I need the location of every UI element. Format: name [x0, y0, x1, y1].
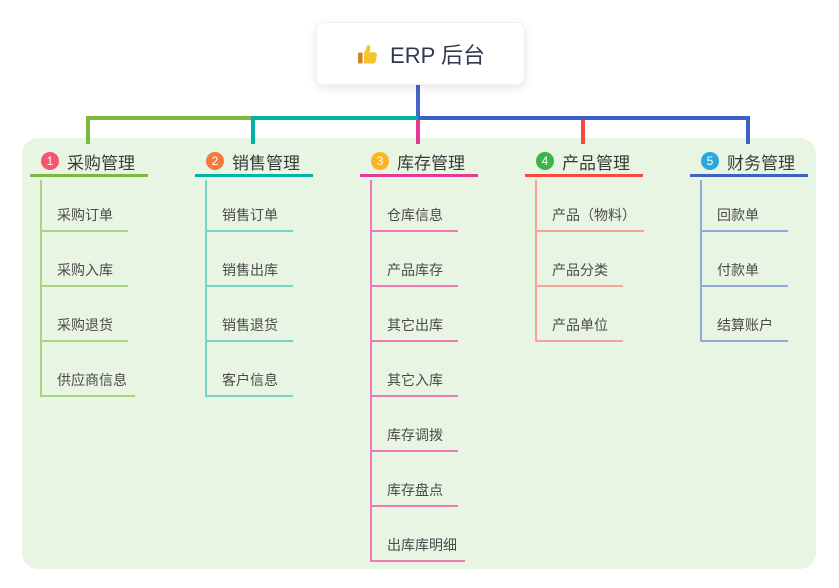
branch-number-badge: 1: [41, 152, 59, 170]
branch-node-4[interactable]: 4 产品管理: [525, 148, 643, 177]
child-node[interactable]: 回款单: [700, 205, 788, 232]
branch-child-spine: [700, 180, 702, 342]
branch-title: 采购管理: [67, 153, 135, 173]
branch-number-badge: 3: [371, 152, 389, 170]
root-node-label: ERP 后台: [390, 42, 485, 68]
child-node[interactable]: 结算账户: [700, 315, 788, 342]
branch-title: 产品管理: [562, 153, 630, 173]
child-node[interactable]: 采购订单: [40, 205, 128, 232]
branch-node-5[interactable]: 5 财务管理: [690, 148, 808, 177]
child-node[interactable]: 仓库信息: [370, 205, 458, 232]
branch-child-spine: [40, 180, 42, 397]
branch-child-spine: [535, 180, 537, 342]
child-node[interactable]: 供应商信息: [40, 370, 135, 397]
child-node[interactable]: 产品单位: [535, 315, 623, 342]
child-node[interactable]: 其它出库: [370, 315, 458, 342]
branch-title: 财务管理: [727, 153, 795, 173]
branch-node-1[interactable]: 1 采购管理: [30, 148, 148, 177]
branch-child-spine: [370, 180, 372, 562]
child-node[interactable]: 出库库明细: [370, 535, 465, 562]
child-node[interactable]: 采购入库: [40, 260, 128, 287]
child-node[interactable]: 销售退货: [205, 315, 293, 342]
child-node[interactable]: 销售出库: [205, 260, 293, 287]
child-node[interactable]: 客户信息: [205, 370, 293, 397]
thumbs-up-icon: [358, 44, 377, 63]
branch-number-badge: 5: [701, 152, 719, 170]
branch-node-2[interactable]: 2 销售管理: [195, 148, 313, 177]
branch-number-badge: 4: [536, 152, 554, 170]
child-node[interactable]: 销售订单: [205, 205, 293, 232]
branch-title: 销售管理: [232, 153, 300, 173]
branch-title: 库存管理: [397, 153, 465, 173]
child-node[interactable]: 产品分类: [535, 260, 623, 287]
branch-child-spine: [205, 180, 207, 397]
child-node[interactable]: 付款单: [700, 260, 788, 287]
child-node[interactable]: 库存调拨: [370, 425, 458, 452]
mindmap-background-panel: [22, 138, 816, 569]
child-node[interactable]: 其它入库: [370, 370, 458, 397]
branch-node-3[interactable]: 3 库存管理: [360, 148, 478, 177]
child-node[interactable]: 库存盘点: [370, 480, 458, 507]
branch-number-badge: 2: [206, 152, 224, 170]
child-node[interactable]: 产品库存: [370, 260, 458, 287]
child-node[interactable]: 产品（物料）: [535, 205, 644, 232]
root-node-erp[interactable]: ERP 后台: [316, 22, 525, 85]
child-node[interactable]: 采购退货: [40, 315, 128, 342]
